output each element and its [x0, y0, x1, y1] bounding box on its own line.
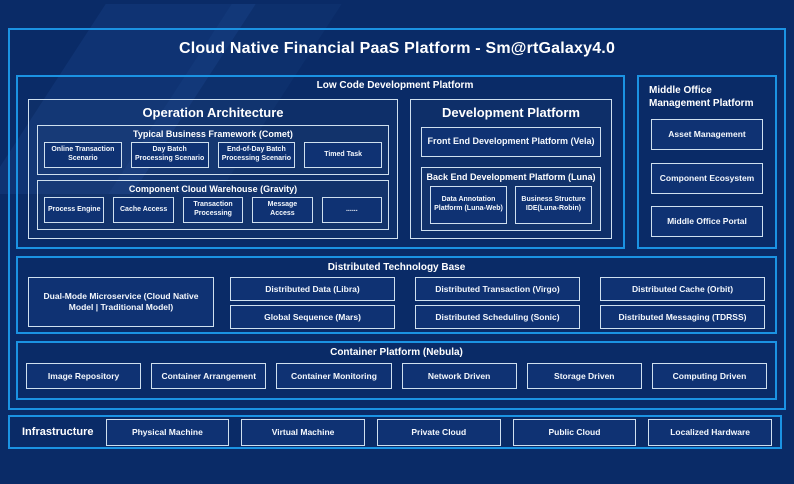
container-items-row: Image Repository Container Arrangement C…	[26, 363, 768, 389]
container-item: Computing Driven	[651, 363, 768, 389]
container-item: Container Monitoring	[276, 363, 392, 389]
comet-item: End-of-Day Batch Processing Scenario	[217, 142, 296, 168]
infrastructure-item: Physical Machine	[105, 418, 230, 446]
gravity-item: Cache Access	[113, 197, 174, 223]
distributed-item: Distributed Cache (Orbit)	[600, 277, 765, 301]
back-end-development-platform-title: Back End Development Platform (Luna)	[426, 172, 596, 182]
infrastructure-section: Infrastructure Physical Machine Virtual …	[8, 415, 782, 449]
dual-mode-microservice-box: Dual-Mode Microservice (Cloud Native Mod…	[28, 277, 214, 327]
main-panel: Cloud Native Financial PaaS Platform - S…	[8, 28, 786, 410]
luna-items-row: Data Annotation Platform (Luna-Web) Busi…	[430, 186, 592, 224]
container-platform-section: Container Platform (Nebula) Image Reposi…	[16, 341, 777, 400]
gravity-item: Message Access	[252, 197, 313, 223]
distributed-items-grid: Distributed Data (Libra) Distributed Tra…	[230, 277, 765, 329]
middle-office-item: Asset Management	[651, 119, 763, 150]
gravity-item: Process Engine	[44, 197, 105, 223]
container-item: Image Repository	[26, 363, 142, 389]
operation-architecture-title: Operation Architecture	[142, 105, 284, 120]
page-title: Cloud Native Financial PaaS Platform - S…	[178, 40, 616, 57]
gravity-items-row: Process Engine Cache Access Transaction …	[44, 197, 383, 223]
distributed-item: Global Sequence (Mars)	[230, 305, 395, 329]
container-item: Storage Driven	[526, 363, 642, 389]
development-platform-title: Development Platform	[442, 105, 580, 120]
typical-business-framework-title: Typical Business Framework (Comet)	[133, 129, 293, 139]
low-code-platform-label: Low Code Development Platform	[316, 80, 474, 91]
component-cloud-warehouse-group: Component Cloud Warehouse (Gravity) Proc…	[37, 180, 389, 230]
back-end-development-platform-group: Back End Development Platform (Luna) Dat…	[421, 167, 601, 231]
comet-items-row: Online Transaction Scenario Day Batch Pr…	[44, 142, 382, 168]
middle-office-item: Middle Office Portal	[651, 206, 763, 237]
luna-item: Business Structure IDE(Luna-Robin)	[515, 186, 592, 224]
comet-item: Day Batch Processing Scenario	[130, 142, 209, 168]
gravity-item: Transaction Processing	[182, 197, 244, 223]
infrastructure-item: Virtual Machine	[241, 418, 365, 446]
container-platform-label: Container Platform (Nebula)	[330, 347, 463, 358]
distributed-technology-base-label: Distributed Technology Base	[327, 262, 466, 273]
gravity-item: ......	[321, 197, 383, 223]
infrastructure-label: Infrastructure	[22, 426, 94, 438]
front-end-development-platform-box: Front End Development Platform (Vela)	[421, 127, 601, 157]
distributed-item: Distributed Data (Libra)	[230, 277, 395, 301]
infrastructure-item: Public Cloud	[512, 418, 637, 446]
comet-item: Timed Task	[304, 142, 382, 168]
container-item: Container Arrangement	[151, 363, 267, 389]
distributed-content: Dual-Mode Microservice (Cloud Native Mod…	[28, 277, 765, 329]
middle-office-label: Middle Office Management Platform	[649, 85, 754, 109]
infrastructure-item: Localized Hardware	[648, 418, 772, 446]
distributed-item: Distributed Scheduling (Sonic)	[415, 305, 580, 329]
distributed-item: Distributed Transaction (Virgo)	[415, 277, 580, 301]
low-code-platform-section: Operation Architecture Typical Business …	[16, 75, 625, 249]
comet-item: Online Transaction Scenario	[44, 142, 122, 168]
typical-business-framework-group: Typical Business Framework (Comet) Onlin…	[37, 125, 389, 175]
distributed-item: Distributed Messaging (TDRSS)	[600, 305, 765, 329]
middle-office-section: Middle Office Management Platform Asset …	[637, 75, 777, 249]
middle-office-item: Component Ecosystem	[651, 163, 763, 194]
luna-item: Data Annotation Platform (Luna-Web)	[430, 186, 507, 224]
development-platform-group: Development Platform Front End Developme…	[410, 99, 612, 239]
distributed-technology-base-section: Distributed Technology Base Dual-Mode Mi…	[16, 256, 777, 334]
infrastructure-item: Private Cloud	[376, 418, 501, 446]
container-item: Network Driven	[401, 363, 517, 389]
operation-architecture-group: Operation Architecture Typical Business …	[28, 99, 398, 239]
component-cloud-warehouse-title: Component Cloud Warehouse (Gravity)	[128, 184, 298, 194]
